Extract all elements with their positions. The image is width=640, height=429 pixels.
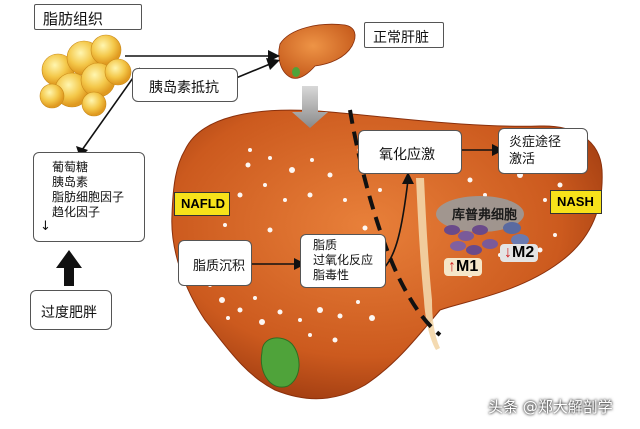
normal-liver-label-box: 正常肝脏 <box>364 22 444 48</box>
factor-insulin: 胰岛素 <box>52 175 89 189</box>
watermark-handle: @郑大解剖学 <box>522 398 613 416</box>
flow-arrows <box>81 55 494 269</box>
oxidative-stress-box: 氧化应激 <box>358 130 462 174</box>
down-arrow-icon: ↓ <box>504 244 512 261</box>
m1-badge: ↑M1 <box>444 258 483 276</box>
lipid-effect-lipotoxicity: 脂毒性 <box>313 268 350 282</box>
insulin-resistance-label: 胰岛素抵抗 <box>149 80 219 96</box>
nash-tag: NASH <box>550 190 602 214</box>
normal-liver-label: 正常肝脏 <box>373 30 429 46</box>
lipid-accumulation-box: 脂质沉积 <box>178 240 252 286</box>
inflammation-line-2: 激活 <box>509 152 536 167</box>
factor-chemokines: 趋化因子 <box>52 205 101 219</box>
adipose-tissue-label: 脂肪组织 <box>43 10 104 28</box>
normal-liver-illustration <box>278 23 356 79</box>
watermark-prefix: 头条 <box>488 398 519 416</box>
lipid-effect-peroxidation: 过氧化反应 <box>313 253 374 267</box>
down-arrow-icon: ↓ <box>40 219 51 234</box>
hepatic-vessel <box>416 178 440 350</box>
factor-adipokines: 脂肪细胞因子 <box>52 190 125 204</box>
lipid-effects-box: 脂质 过氧化反应 脂毒性 <box>300 234 386 288</box>
kupffer-cell-label: 库普弗细胞 <box>452 208 518 223</box>
obesity-box: 过度肥胖 <box>30 290 112 330</box>
adipose-tissue-illustration <box>39 34 132 117</box>
up-arrow-icon: ↑ <box>448 258 456 275</box>
progression-arrow <box>292 86 328 128</box>
gallbladder <box>260 337 300 388</box>
inflammation-line-1: 炎症途径 <box>509 135 562 150</box>
m2-badge: ↓M2 <box>500 244 539 262</box>
lipid-accumulation-label: 脂质沉积 <box>193 259 246 274</box>
m2-label: M2 <box>512 244 535 261</box>
obesity-label: 过度肥胖 <box>41 305 97 321</box>
insulin-resistance-box: 胰岛素抵抗 <box>132 68 238 102</box>
kupffer-cells <box>444 222 529 255</box>
factor-glucose: 葡萄糖 <box>52 160 89 174</box>
obesity-arrow <box>56 250 82 286</box>
liver-large <box>171 109 603 400</box>
adipose-tissue-label-box: 脂肪组织 <box>34 4 142 30</box>
kupffer-cell-cloud <box>436 196 524 232</box>
lipid-effect-lipid: 脂质 <box>313 238 338 252</box>
nafld-tag: NAFLD <box>174 192 230 216</box>
nash-label: NASH <box>557 194 594 209</box>
m1-label: M1 <box>456 258 479 275</box>
nafld-label: NAFLD <box>181 196 226 211</box>
metabolic-factors-box: 葡萄糖 胰岛素 脂肪细胞因子 趋化因子 ↓ <box>33 152 145 242</box>
watermark: 头条 @郑大解剖学 <box>488 396 613 417</box>
inflammation-box: 炎症途径 激活 <box>498 128 588 174</box>
oxidative-stress-label: 氧化应激 <box>379 147 435 163</box>
